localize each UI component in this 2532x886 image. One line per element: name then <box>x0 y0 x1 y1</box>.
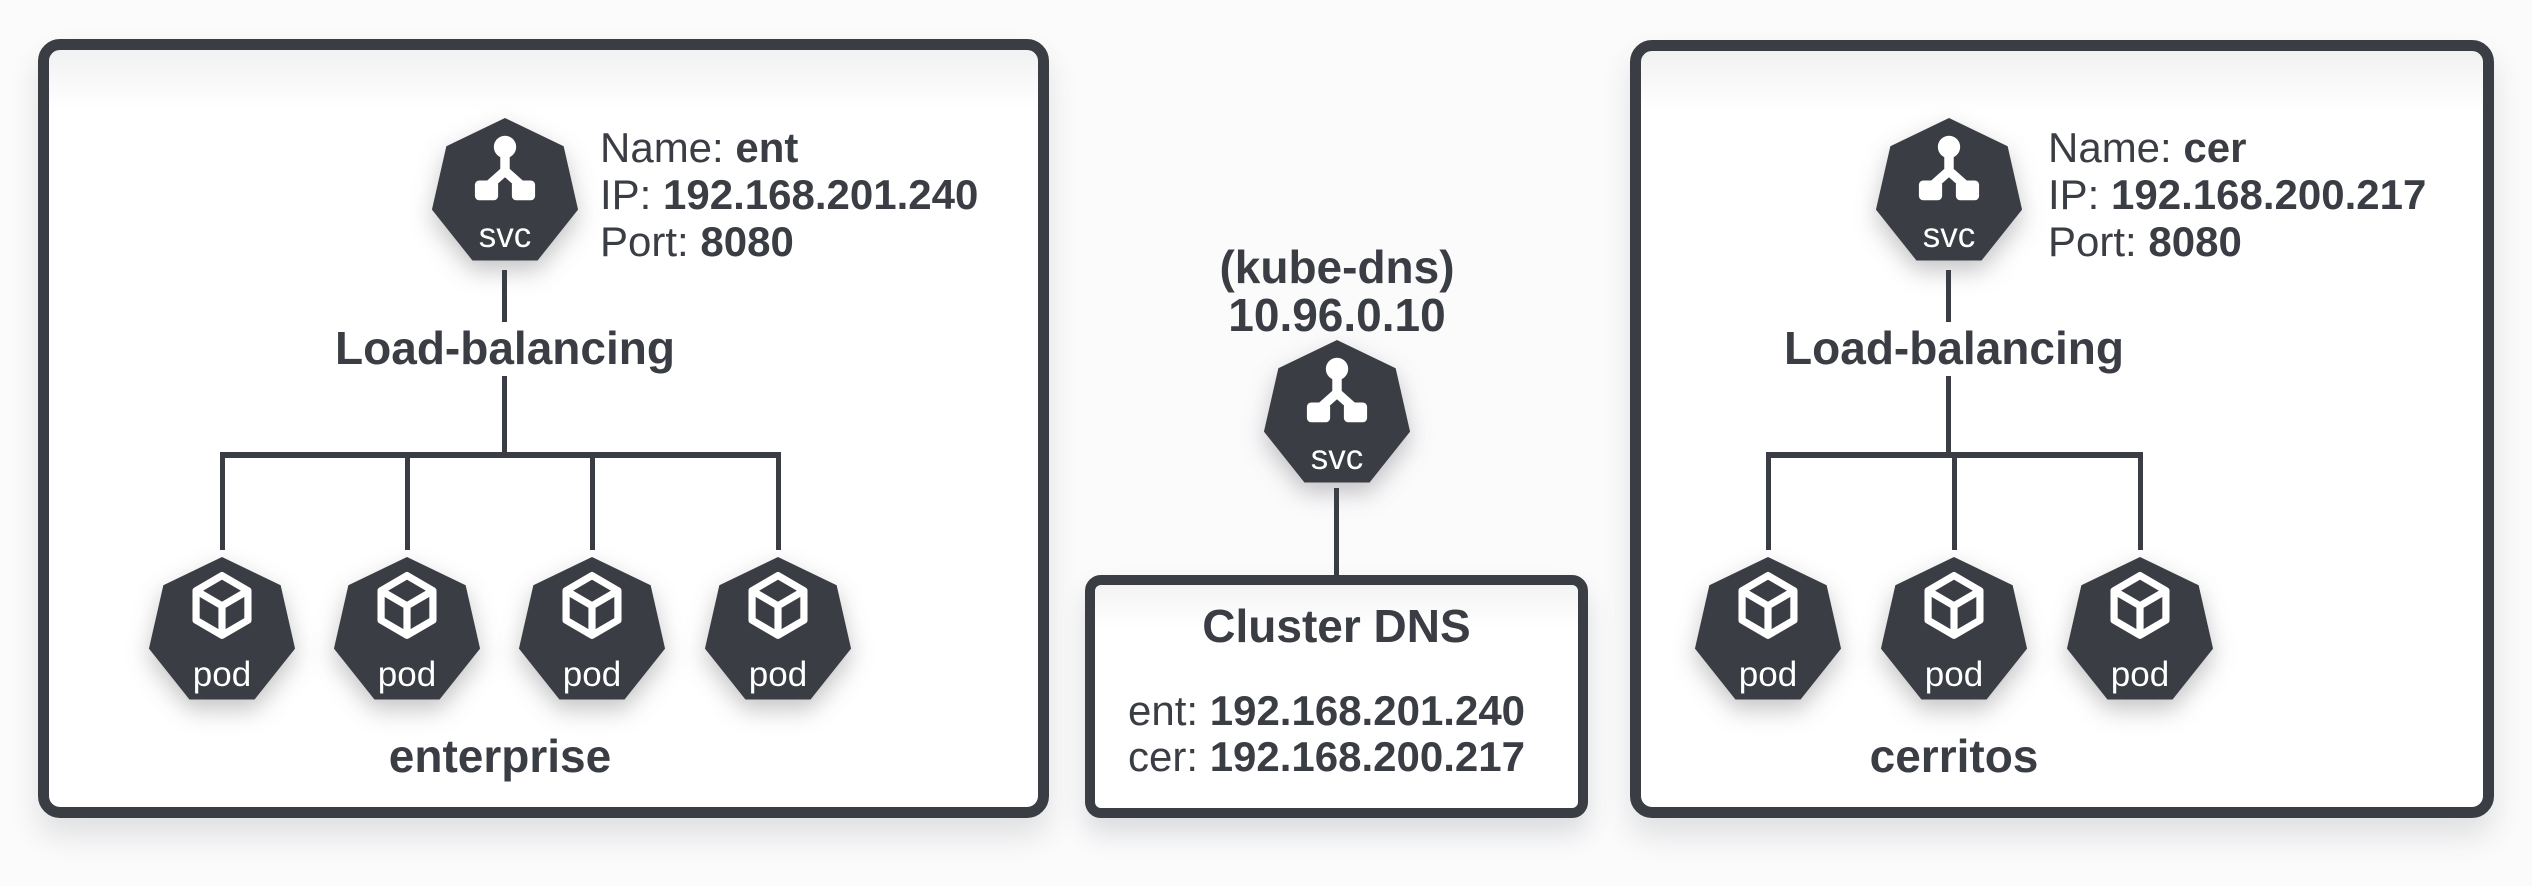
pod-node-cer-3: pod <box>2065 557 2215 707</box>
svc-heptagon: svc <box>431 118 579 261</box>
pod-heptagon: pod <box>333 557 481 700</box>
pod-node-ent-1: pod <box>147 557 297 707</box>
pod-drop-ent-4 <box>776 452 781 550</box>
pod-heptagon: pod <box>1880 557 2028 700</box>
svc-node-cer: svc <box>1874 118 2024 268</box>
service-icon <box>474 135 536 201</box>
pod-badge-label: pod <box>2110 655 2170 694</box>
service-port-line: Port: 8080 <box>2048 218 2242 265</box>
service-info-cer: Name: cer IP: 192.168.200.217 Port: 8080 <box>2048 124 2426 265</box>
pod-badge-label: pod <box>562 655 622 694</box>
load-balancing-label-ent: Load-balancing <box>335 322 675 374</box>
pod-heptagon: pod <box>704 557 852 700</box>
pod-badge-label: pod <box>377 655 437 694</box>
pod-drop-cer-2 <box>1952 452 1957 550</box>
pod-heptagon: pod <box>2066 557 2214 700</box>
svc-heptagon: svc <box>1263 340 1411 483</box>
pod-icon <box>192 571 252 639</box>
pod-icon <box>1738 571 1798 639</box>
pod-node-ent-2: pod <box>332 557 482 707</box>
service-ip-line: IP: 192.168.201.240 <box>600 171 979 218</box>
pod-heptagon: pod <box>148 557 296 700</box>
connector-svc-to-dns-box <box>1334 488 1339 580</box>
svc-node-ent: svc <box>430 118 580 268</box>
cluster-name-enterprise: enterprise <box>388 730 612 782</box>
service-name-line: Name: cer <box>2048 124 2247 171</box>
dns-record-cer: cer: 192.168.200.217 <box>1128 733 1525 780</box>
pod-icon <box>748 571 808 639</box>
cluster-dns-title: Cluster DNS <box>1202 600 1471 652</box>
cluster-name-cerritos: cerritos <box>1869 730 2039 782</box>
pod-badge-label: pod <box>748 655 808 694</box>
pod-node-cer-1: pod <box>1693 557 1843 707</box>
pod-icon <box>377 571 437 639</box>
pod-badge-label: pod <box>1738 655 1798 694</box>
svc-node-dns: svc <box>1262 340 1412 490</box>
pod-icon <box>1924 571 1984 639</box>
pod-node-cer-2: pod <box>1879 557 2029 707</box>
service-icon <box>1918 135 1980 201</box>
kube-dns-name-label: (kube-dns) <box>1219 241 1455 293</box>
service-icon <box>1306 357 1368 423</box>
connector-lb-to-branch-cer <box>1946 376 1951 456</box>
pod-node-ent-4: pod <box>703 557 853 707</box>
dns-record-ent: ent: 192.168.201.240 <box>1128 687 1526 734</box>
pod-badge-label: pod <box>192 655 252 694</box>
pod-drop-cer-1 <box>1766 452 1771 550</box>
pod-drop-ent-3 <box>590 452 595 550</box>
pod-drop-ent-1 <box>220 452 225 550</box>
pod-node-ent-3: pod <box>517 557 667 707</box>
svc-heptagon: svc <box>1875 118 2023 261</box>
pod-drop-cer-3 <box>2138 452 2143 550</box>
pod-heptagon: pod <box>1694 557 1842 700</box>
connector-svc-to-lb-ent <box>502 270 507 322</box>
pod-heptagon: pod <box>518 557 666 700</box>
svc-badge-label: svc <box>1922 216 1976 255</box>
pod-icon <box>2110 571 2170 639</box>
pod-badge-label: pod <box>1924 655 1984 694</box>
svc-badge-label: svc <box>478 216 532 255</box>
service-name-line: Name: ent <box>600 124 799 171</box>
service-info-ent: Name: ent IP: 192.168.201.240 Port: 8080 <box>600 124 978 265</box>
cerritos-cluster-box <box>1630 40 2494 818</box>
branch-line-ent <box>222 452 781 458</box>
cluster-dns-box: Cluster DNS ent: 192.168.201.240 cer: 19… <box>1085 575 1588 818</box>
load-balancing-label-cer: Load-balancing <box>1784 322 2124 374</box>
pod-icon <box>562 571 622 639</box>
connector-svc-to-lb-cer <box>1946 270 1951 322</box>
service-ip-line: IP: 192.168.200.217 <box>2048 171 2427 218</box>
cluster-dns-records: ent: 192.168.201.240 cer: 192.168.200.21… <box>1128 688 1525 780</box>
service-port-line: Port: 8080 <box>600 218 794 265</box>
kube-dns-ip-label: 10.96.0.10 <box>1228 289 1446 341</box>
pod-drop-ent-2 <box>405 452 410 550</box>
connector-lb-to-branch-ent <box>502 376 507 456</box>
svc-badge-label: svc <box>1310 438 1364 477</box>
